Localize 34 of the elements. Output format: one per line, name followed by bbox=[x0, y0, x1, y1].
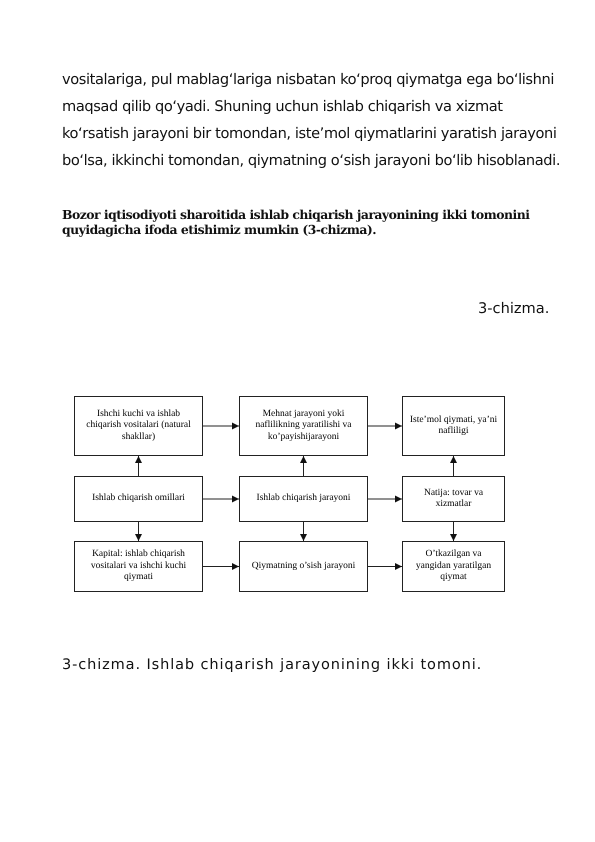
box-text: O’tkazilgan va yangidan yaratilgan qiymat bbox=[414, 549, 492, 584]
box-text: Ishlab chiqarish jarayoni bbox=[256, 493, 350, 505]
arrow bbox=[202, 422, 240, 430]
arrow bbox=[450, 456, 457, 476]
arrow bbox=[300, 456, 307, 476]
arrow bbox=[202, 563, 240, 570]
box-text: Kapital: ishlab chiqarish vositalari va ishchi kuchi qiymati bbox=[90, 549, 188, 584]
figure-number: 3-chizma. bbox=[478, 300, 550, 319]
body-paragraph: vositalariga, pul mablag‘lariga nisbatan ko‘proq qiymatga ega bo‘lishni maqsad qilib qo‘yadi. Shuning uchun ishlab chiqarish va xizmat ko‘rsatish jarayoni bir tomondan, iste’mol qiymatlarini yaratish jarayoni bo‘lsa, ikkinchi tomondan, qiymatning o‘sish jarayoni bo‘lib hisoblanadi. bbox=[62, 70, 562, 171]
arrow bbox=[368, 563, 402, 570]
bold-paragraph: Bozor iqtisodiyoti sharoitida ishlab chiqarish jarayonining ikki tomonini quyidagicha ifoda etishimiz mumkin (3-chizma). bbox=[62, 208, 531, 238]
process-box bbox=[402, 541, 505, 592]
figure-caption: 3-chizma. Ishlab chiqarish jarayonining ikki tomoni. bbox=[62, 657, 484, 673]
arrow bbox=[450, 522, 457, 542]
box-text: Ishchi kuchi va ishlab chiqarish vositalari (natural shakllar) bbox=[85, 408, 192, 444]
process-box bbox=[402, 476, 505, 522]
process-box bbox=[74, 476, 203, 522]
process-box bbox=[239, 541, 368, 592]
process-box bbox=[402, 396, 505, 456]
process-box bbox=[74, 541, 203, 592]
arrow bbox=[368, 422, 402, 430]
box-text: Qiymatning o’sish jarayoni bbox=[252, 560, 356, 572]
process-box bbox=[239, 396, 368, 456]
box-text: Mehnat jarayoni yoki naflilikning yaratilishi va ko’payishijarayoni bbox=[254, 408, 353, 444]
box-text: Iste’mol qiymati, ya’ni nafliligi bbox=[408, 414, 498, 438]
box-text: Natija: tovar va xizmatlar bbox=[422, 488, 484, 510]
arrow bbox=[300, 522, 307, 542]
arrow bbox=[135, 456, 142, 476]
box-text: Ishlab chiqarish omillari bbox=[92, 493, 185, 505]
arrow bbox=[135, 522, 142, 542]
process-box bbox=[239, 476, 368, 522]
process-box bbox=[74, 396, 203, 456]
arrow bbox=[202, 496, 240, 502]
arrow bbox=[368, 496, 402, 502]
